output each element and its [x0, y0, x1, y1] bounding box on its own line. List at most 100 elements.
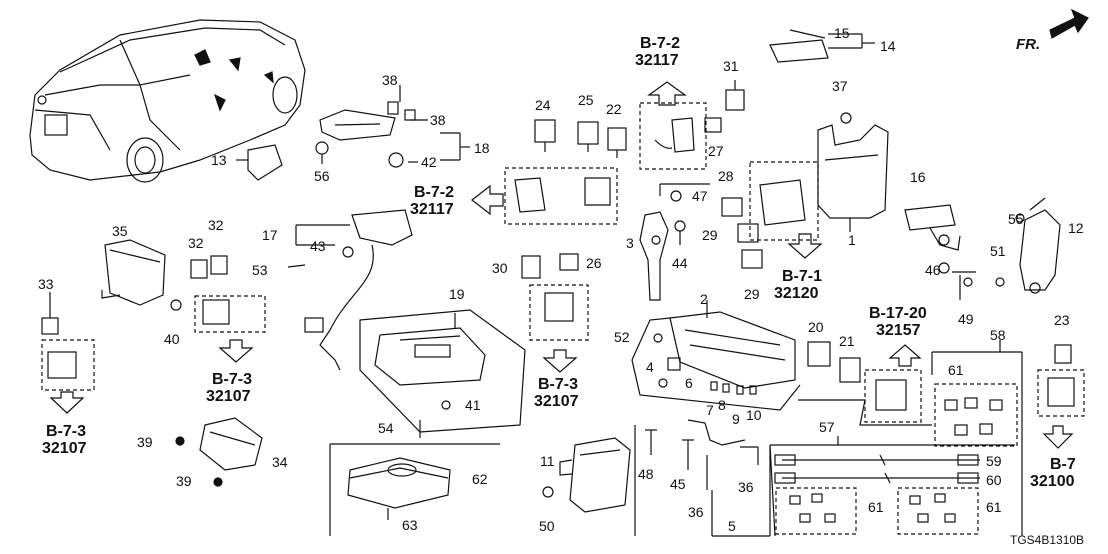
- part-label: 21: [839, 333, 855, 349]
- part-label: 42: [421, 154, 437, 170]
- part-label: 50: [539, 518, 555, 534]
- part-34-unit: [175, 417, 263, 487]
- part-label: 39: [176, 473, 192, 489]
- part-label: 9: [732, 411, 740, 427]
- part-label: 22: [606, 101, 622, 117]
- part-label: 31: [723, 58, 739, 74]
- part-label: 54: [378, 420, 394, 436]
- ref-code: B-7-2: [414, 184, 454, 201]
- ref-code: B-7-3: [538, 376, 578, 393]
- connectors-61a: [944, 397, 1003, 436]
- ref-number: 32117: [410, 201, 454, 218]
- vehicle-outline: [29, 19, 306, 183]
- part-label: 1: [848, 232, 856, 248]
- part-label: 27: [708, 143, 724, 159]
- part-label: 55: [1008, 211, 1024, 227]
- connector-box-61c: [897, 487, 979, 535]
- part-label: 5: [728, 518, 736, 534]
- ref-number: 32107: [42, 440, 87, 457]
- part-label: 24: [535, 97, 551, 113]
- part-18-bracket: [315, 85, 470, 168]
- fasteners-lower: [645, 419, 770, 537]
- part-label: 17: [262, 227, 278, 243]
- arrow-b71-down: [787, 233, 823, 259]
- arrow-b72-left: [471, 184, 504, 216]
- connector-box-30: [529, 284, 589, 341]
- part-label: 46: [925, 262, 941, 278]
- connector-box-32: [194, 295, 266, 333]
- ref-code: B-7: [1050, 456, 1076, 473]
- part-47-bolt: [659, 183, 710, 202]
- cables-59-60: [774, 454, 980, 484]
- part-12-unit: [1015, 197, 1061, 294]
- front-direction-label: FR.: [1016, 36, 1040, 53]
- part-label: 48: [638, 466, 654, 482]
- part-14-15-unit: [769, 29, 875, 63]
- part-2-fusebox: [631, 300, 801, 411]
- connectors-61bc: [789, 493, 956, 523]
- part-label: 56: [314, 168, 330, 184]
- part-label: 2: [700, 291, 708, 307]
- part-label: 43: [310, 238, 326, 254]
- arrow-b73-mid: [218, 339, 254, 363]
- part-label: 13: [211, 152, 227, 168]
- arrow-b1720-up: [888, 344, 922, 367]
- part-16-unit: [904, 204, 961, 251]
- ref-number: 32157: [876, 322, 921, 339]
- ref-number: 32107: [206, 388, 251, 405]
- part-label: 29: [702, 227, 718, 243]
- part-label: 53: [252, 262, 268, 278]
- part-label: 58: [990, 327, 1006, 343]
- reference-labels: B-7-2 32117 B-7-2 32117 B-7-1 32120 B-17…: [42, 35, 1076, 490]
- arrow-b72-up: [647, 81, 687, 106]
- part-label: 10: [746, 407, 762, 423]
- connector-box-left: [504, 167, 618, 225]
- part-13-unit: [236, 144, 283, 181]
- part-labels: 1 2 3 4 5 6 7 8 9 10 11 12 13 14 15 16 1…: [38, 25, 1084, 534]
- part-label: 38: [430, 112, 446, 128]
- part-label: 20: [808, 319, 824, 335]
- ref-number: 32117: [635, 52, 679, 69]
- part-1-module: [817, 112, 889, 232]
- part-label: 40: [164, 331, 180, 347]
- part-label: 45: [670, 476, 686, 492]
- part-label: 47: [692, 188, 708, 204]
- arrow-b73-left: [49, 391, 85, 414]
- connector-box-23: [1037, 369, 1085, 417]
- part-label: 30: [492, 260, 508, 276]
- part-label: 51: [990, 243, 1006, 259]
- ref-number: 32120: [774, 285, 819, 302]
- part-35-unit: [101, 239, 182, 311]
- part-label: 57: [819, 419, 835, 435]
- part-label: 61: [868, 499, 884, 515]
- part-label: 29: [744, 286, 760, 302]
- part-label: 33: [38, 276, 54, 292]
- part-11-ecu: [542, 425, 636, 536]
- ref-code: B-7-1: [782, 268, 822, 285]
- ref-code: B-7-2: [640, 35, 680, 52]
- part-label: 18: [474, 140, 490, 156]
- part-label: 16: [910, 169, 926, 185]
- part-label: 4: [646, 359, 654, 375]
- ref-code: B-7-3: [46, 423, 86, 440]
- part-label: 59: [986, 453, 1002, 469]
- connector-box-b71: [749, 161, 819, 241]
- part-label: 14: [880, 38, 896, 54]
- connector-box-61b: [775, 487, 857, 535]
- part-label: 61: [948, 362, 964, 378]
- arrow-b73-right: [542, 349, 578, 373]
- part-label: 25: [578, 92, 594, 108]
- arrow-b7-down: [1042, 425, 1074, 449]
- part-label: 36: [738, 479, 754, 495]
- part-3-bracket: [639, 211, 686, 301]
- connector-box-61a: [934, 383, 1018, 447]
- connector-box-b1720: [864, 369, 922, 423]
- part-label: 38: [382, 72, 398, 88]
- part-label: 36: [688, 504, 704, 520]
- part-label: 61: [986, 499, 1002, 515]
- part-label: 35: [112, 223, 128, 239]
- part-label: 12: [1068, 220, 1084, 236]
- part-label: 37: [832, 78, 848, 94]
- part-label: 34: [272, 454, 288, 470]
